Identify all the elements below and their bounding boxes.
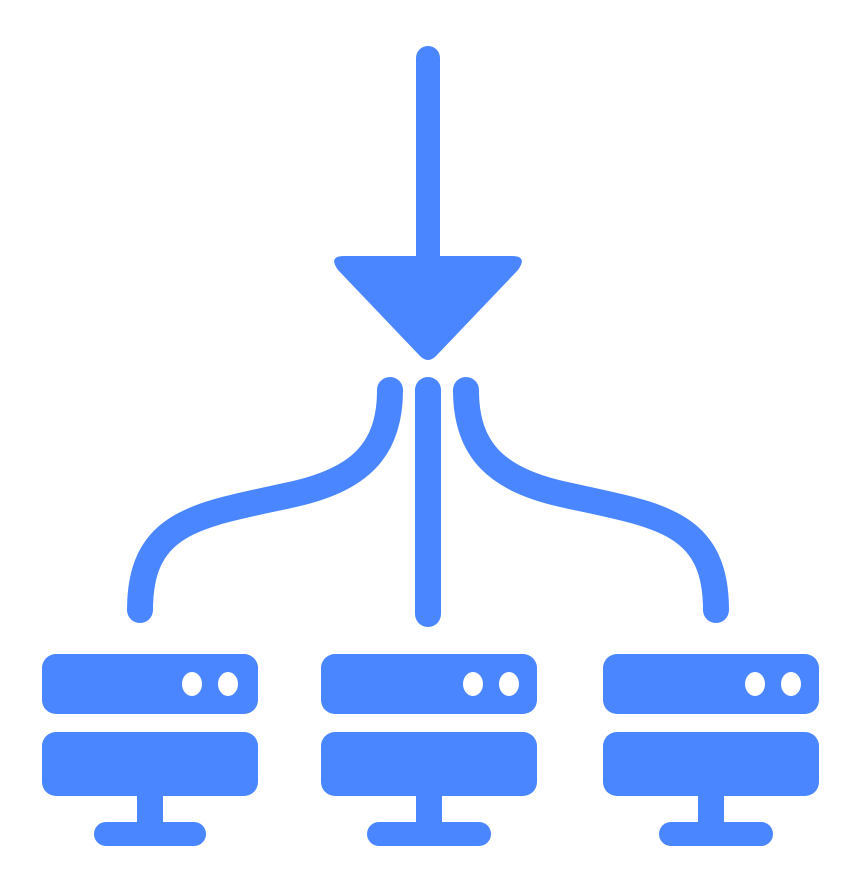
arrow-down-icon [334, 46, 522, 360]
server-base [367, 822, 491, 846]
indicator-light [499, 672, 519, 696]
server-left-icon [42, 654, 258, 846]
server-unit-bottom [603, 732, 819, 796]
server-unit-bottom [42, 732, 258, 796]
server-base [94, 822, 206, 846]
arrow-head [334, 256, 522, 360]
server-unit-bottom [321, 732, 537, 796]
server-base [659, 822, 773, 846]
indicator-light [182, 672, 202, 696]
branch-right-line [453, 377, 729, 623]
indicator-light [463, 672, 483, 696]
branch-left-line [127, 377, 403, 623]
indicator-light [781, 672, 801, 696]
server-unit-top [603, 654, 819, 714]
server-center-icon [321, 654, 537, 846]
branch-lines [127, 377, 729, 627]
server-right-icon [603, 654, 819, 846]
indicator-light [745, 672, 765, 696]
server-unit-top [321, 654, 537, 714]
indicator-light [218, 672, 238, 696]
server-unit-top [42, 654, 258, 714]
